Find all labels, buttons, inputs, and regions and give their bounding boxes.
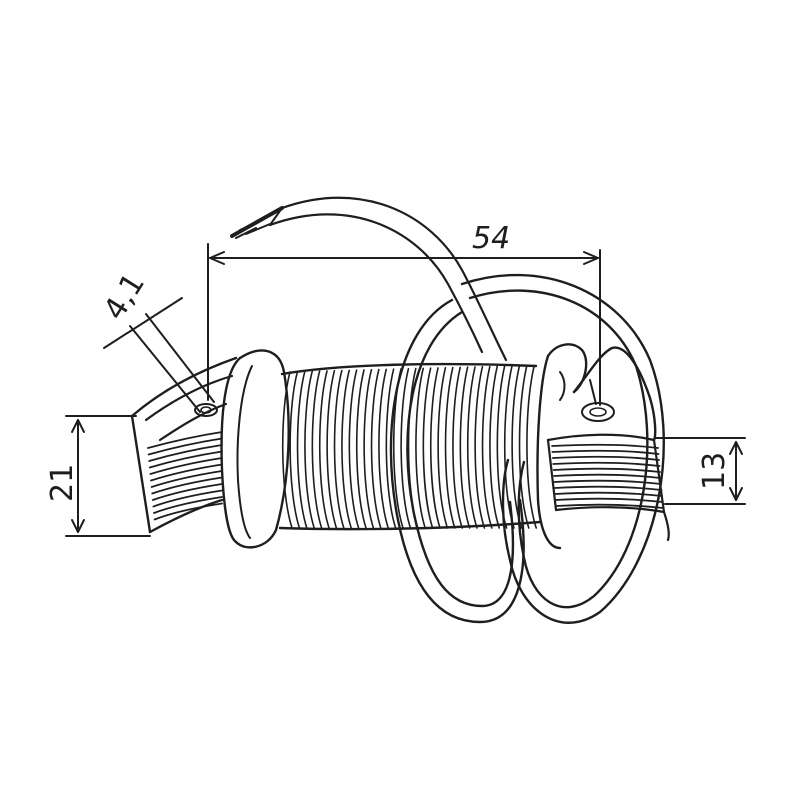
right-height-dimension-label: 13 xyxy=(697,452,732,490)
lamination-line xyxy=(553,473,662,479)
wire-loops xyxy=(389,273,665,624)
coil-turn xyxy=(363,369,375,529)
coil-turn xyxy=(444,366,456,529)
coil-turn xyxy=(304,370,315,529)
coil-turn xyxy=(318,370,330,529)
coil-turn xyxy=(437,367,449,529)
lamination-line xyxy=(149,457,223,475)
lamination-line xyxy=(148,450,223,469)
coil-turn xyxy=(326,370,338,529)
lamination-line xyxy=(551,443,659,449)
lamination-line xyxy=(552,461,661,467)
lamination-line xyxy=(153,496,223,514)
lamination-line xyxy=(153,502,223,521)
coil-turn xyxy=(452,366,463,529)
lead-wire xyxy=(230,196,508,362)
lamination-line xyxy=(150,463,223,482)
dimension-right-height: 13 xyxy=(654,437,746,505)
lamination-line xyxy=(148,444,223,462)
coil-turn xyxy=(311,370,323,529)
lamination-line xyxy=(551,455,660,461)
coil-turn xyxy=(385,368,397,529)
coil-turn xyxy=(474,366,486,529)
lamination-line xyxy=(150,470,223,488)
coil-turn xyxy=(459,366,471,529)
coil-turn xyxy=(296,370,308,529)
coil-turn xyxy=(429,367,441,529)
coil-turn xyxy=(422,367,434,529)
coil-turn xyxy=(481,365,493,529)
coil-turn xyxy=(400,368,412,529)
left-core-foot xyxy=(130,356,238,534)
lamination-line xyxy=(552,467,661,473)
lamination-line xyxy=(151,483,223,501)
coil-turn xyxy=(518,364,530,529)
coil-turn xyxy=(466,366,478,529)
lamination-line xyxy=(553,485,663,491)
coil-turn xyxy=(333,369,345,529)
dimension-length: 54 xyxy=(207,221,601,406)
coil-turn xyxy=(415,367,426,529)
lamination-line xyxy=(147,431,223,449)
coil-turn xyxy=(348,369,360,529)
dimension-left-height: 21 xyxy=(45,415,151,537)
coil-turn xyxy=(289,371,301,529)
coil-turn xyxy=(378,368,389,529)
right-core xyxy=(536,343,670,550)
lamination-line xyxy=(553,479,662,485)
coil-turn xyxy=(489,365,500,529)
coil-turn xyxy=(281,371,293,529)
coil-turn xyxy=(370,368,382,529)
lamination-line xyxy=(554,491,663,497)
coil-turn xyxy=(526,364,537,529)
coil-winding xyxy=(278,362,542,531)
lamination-line xyxy=(147,437,223,456)
left-height-dimension-label: 21 xyxy=(45,464,80,502)
lamination-line xyxy=(555,503,664,509)
coil-turn xyxy=(341,369,352,529)
lamination-line xyxy=(551,449,660,455)
hole-dimension-label: 4,1 xyxy=(97,267,152,326)
lamination-line xyxy=(554,497,664,503)
lamination-line xyxy=(152,489,223,508)
coil-turn xyxy=(355,369,367,529)
length-dimension-label: 54 xyxy=(472,221,510,256)
left-mount-hole xyxy=(194,403,218,417)
left-bobbin-flange xyxy=(220,349,290,549)
right-mount-hole xyxy=(581,402,615,422)
lamination-line xyxy=(151,476,223,495)
